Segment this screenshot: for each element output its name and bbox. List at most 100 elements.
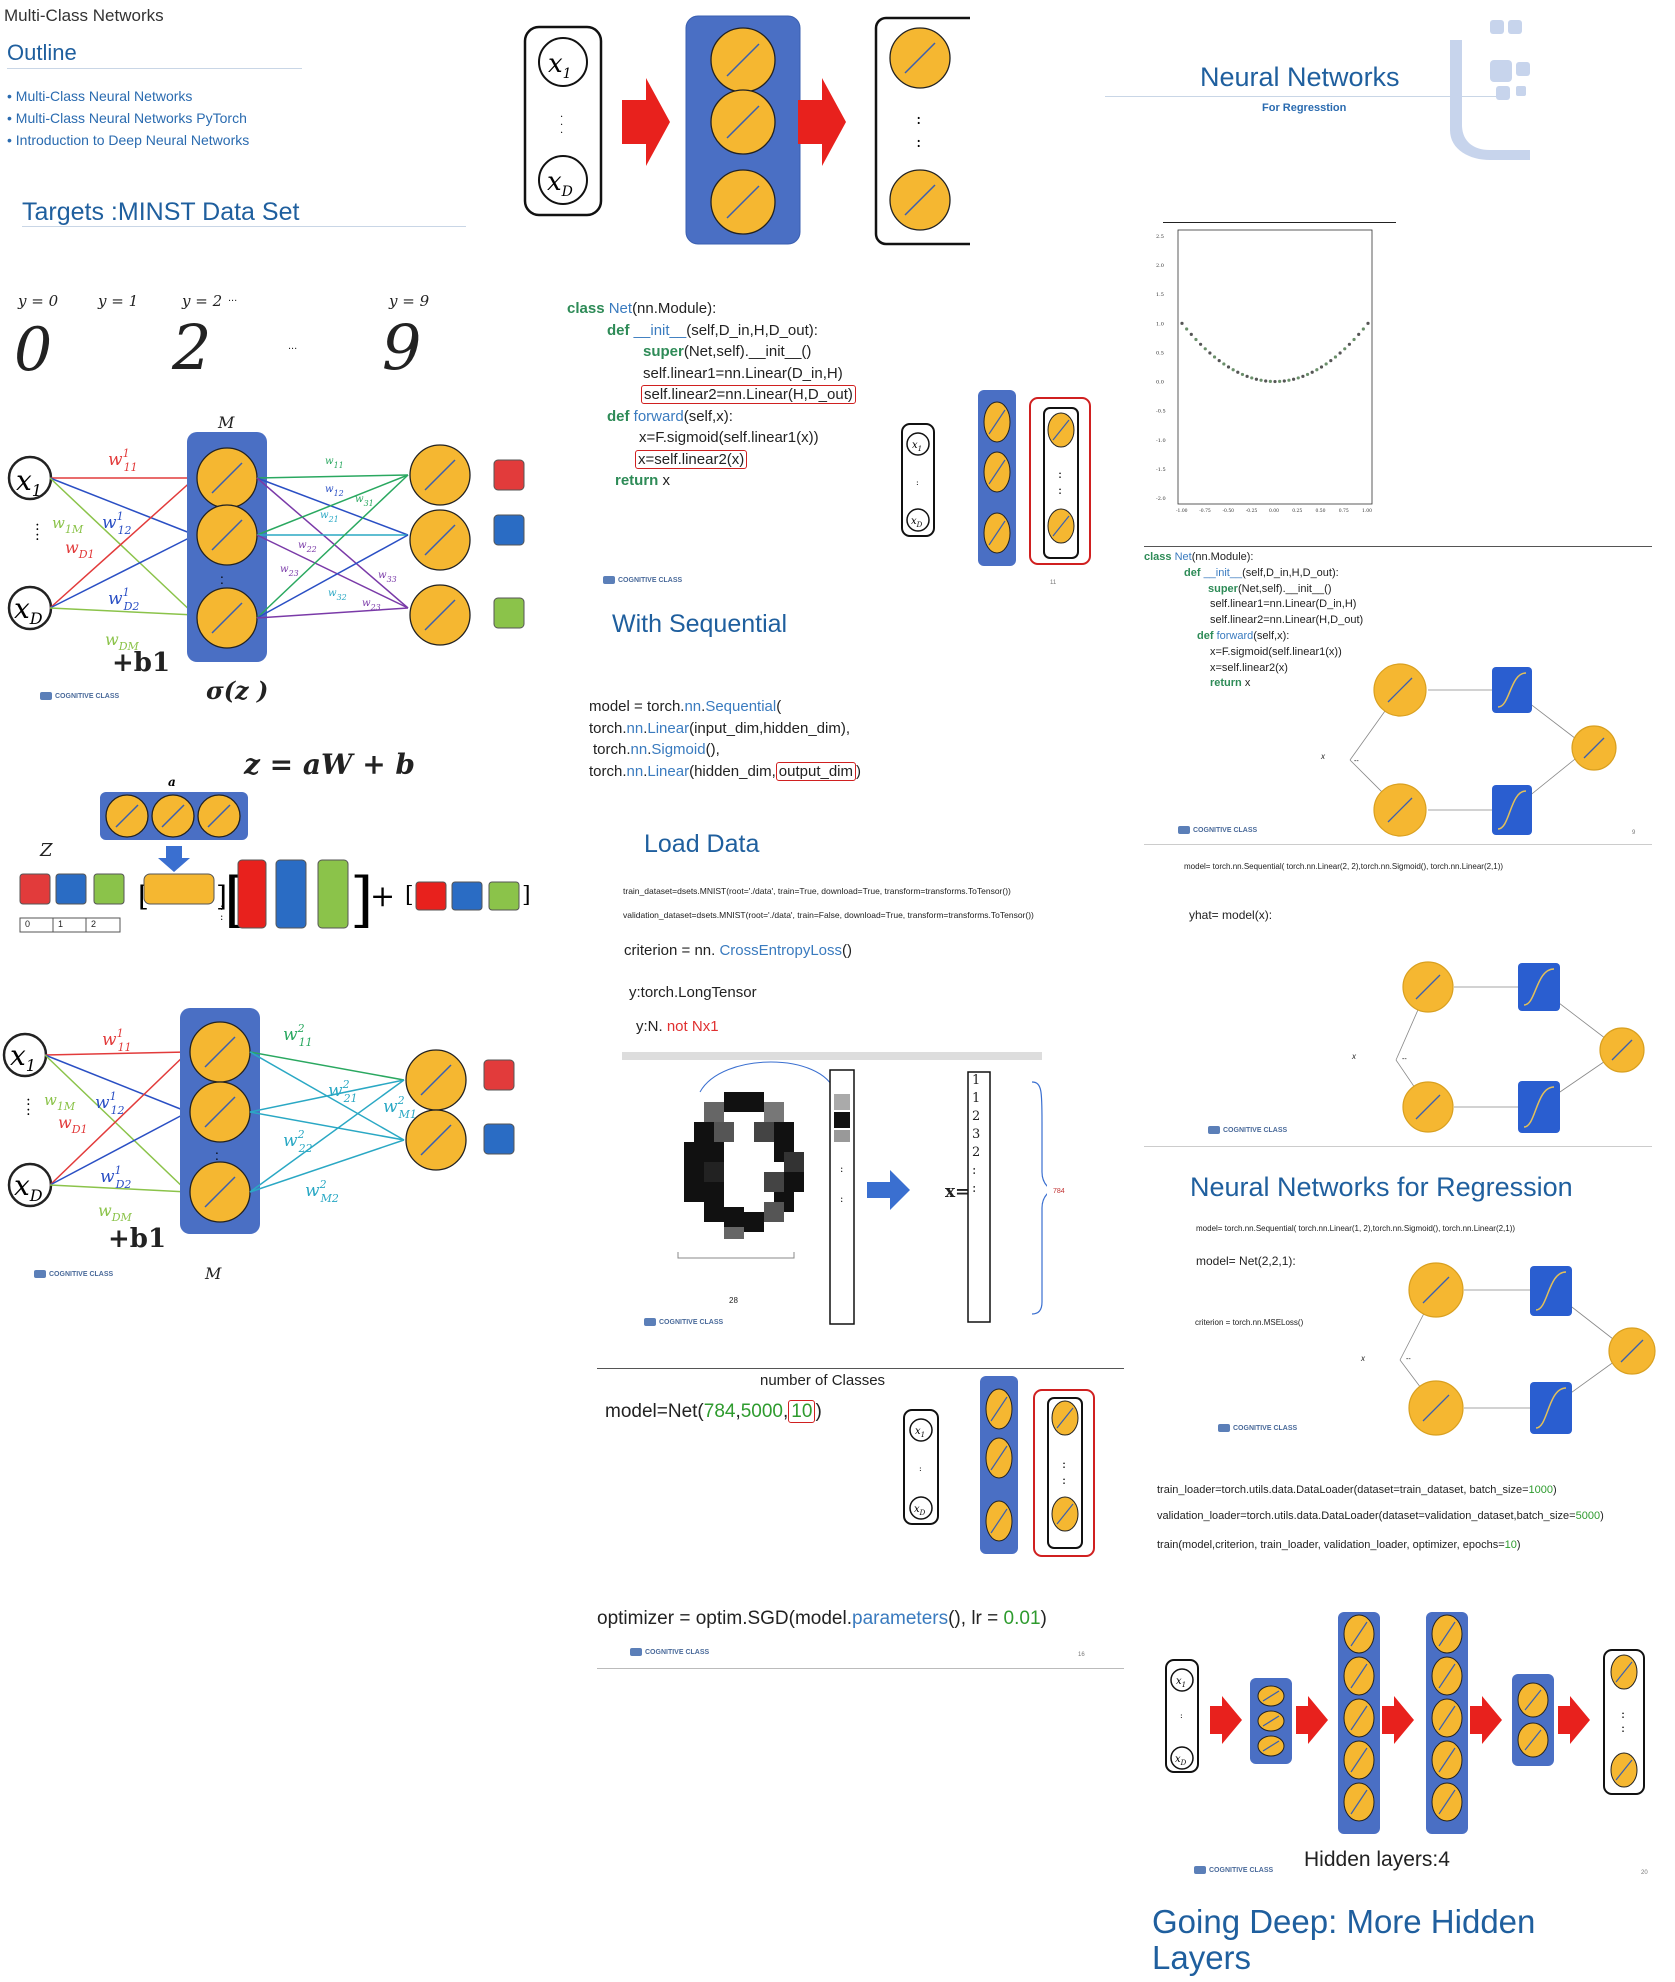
x-tick-label: -0.25: [1246, 508, 1258, 514]
data-point: [1240, 372, 1245, 377]
svg-text:wD1: wD1: [58, 1113, 88, 1136]
data-point: [1343, 347, 1347, 351]
data-point: [1245, 374, 1249, 378]
regression-net-3: --: [1399, 1262, 1656, 1436]
model-net-line: model=Net(784,5000,10): [605, 1400, 822, 1423]
train-call-line: train(model,criterion, train_loader, val…: [1157, 1539, 1521, 1551]
y-tick-label: -1.0: [1156, 438, 1166, 444]
regression-subtitle: For Regresstion: [1262, 102, 1347, 114]
z-label: Z: [40, 840, 53, 861]
dim-label: 28: [729, 1296, 738, 1305]
train-loader-line: train_loader=torch.utils.data.DataLoader…: [1157, 1484, 1557, 1496]
svg-text:]: ]: [522, 883, 531, 908]
data-point: [1338, 351, 1342, 355]
input-label: xD: [14, 592, 43, 628]
going-deep-title: Going Deep: More Hidden Layers: [1152, 1903, 1536, 1976]
x-tick-label: 0.50: [1316, 508, 1326, 514]
cognitive-class-logo: COGNITIVE CLASS: [34, 1270, 113, 1278]
outline-item[interactable]: Multi-Class Neural Networks PyTorch: [7, 110, 249, 126]
mnist-label: y = 0: [18, 292, 59, 310]
code-block-net-2: class Net(nn.Module): def __init__(self,…: [1144, 551, 1364, 690]
data-point: [1236, 370, 1240, 374]
svg-text:.: .: [215, 1149, 219, 1163]
optimizer-line: optimizer = optim.SGD(model.parameters()…: [597, 1608, 1047, 1629]
svg-text:--: --: [1354, 757, 1359, 765]
data-point: [1231, 368, 1235, 372]
svg-text:xD: xD: [1175, 1754, 1187, 1767]
x-tick-label: -0.50: [1223, 508, 1235, 514]
y-tick-label: 2.0: [1156, 263, 1164, 269]
data-point: [1292, 377, 1296, 381]
x-input-label: x: [1352, 1052, 1356, 1061]
section-divider: [1144, 1146, 1652, 1147]
criterion-line: criterion = nn. CrossEntropyLoss(): [624, 942, 853, 959]
svg-text::: :: [220, 902, 223, 913]
yn-line: y:N. not Nx1: [636, 1018, 719, 1035]
data-point: [1194, 337, 1198, 342]
cognitive-class-logo: COGNITIVE CLASS: [630, 1648, 709, 1656]
outline-item[interactable]: Introduction to Deep Neural Networks: [7, 132, 249, 148]
cognitive-class-logo: COGNITIVE CLASS: [1218, 1424, 1297, 1432]
mnist-digit: 0: [14, 315, 53, 385]
svg-text:[: [: [405, 883, 414, 908]
section-divider: [597, 1368, 1124, 1369]
yhat-line: yhat= model(x):: [1189, 908, 1273, 922]
svg-text::: :: [916, 109, 921, 128]
svg-text:wDM: wDM: [98, 1201, 133, 1224]
svg-text:w23: w23: [280, 564, 299, 578]
data-point: [1264, 379, 1268, 383]
z-formula: z = aW + b: [244, 748, 415, 781]
index-label: 2: [91, 919, 97, 929]
mnist-digit: 9: [382, 311, 422, 384]
x-tick-label: -0.75: [1199, 508, 1211, 514]
svg-text:.: .: [560, 125, 563, 136]
mnist-ellipsis: ...: [228, 292, 238, 304]
page-number: 9: [1632, 830, 1636, 836]
cognitive-class-logo: COGNITIVE CLASS: [644, 1318, 723, 1326]
svg-text::: :: [1058, 483, 1062, 497]
y-tick-label: -1.5: [1156, 467, 1166, 473]
svg-text::: :: [35, 518, 40, 534]
data-point: [1185, 327, 1189, 331]
matrix-diagram: a [ ] :: [ ] + [ ]: [19, 775, 531, 935]
svg-text::: :: [1062, 1457, 1066, 1471]
section-divider: [1144, 546, 1652, 547]
hidden-layer-label: M: [205, 1264, 222, 1283]
regression-title: Neural Networks: [1200, 62, 1400, 92]
vector-values: 1 1 2 3 2 : :: [972, 1073, 981, 1196]
svg-text::: :: [1058, 467, 1062, 481]
svg-text:.: .: [220, 573, 224, 587]
cognitive-class-logo: COGNITIVE CLASS: [1194, 1866, 1273, 1874]
regression-plot: 2.52.01.51.00.50.0-0.5-1.0-1.5-2.0 -1.00…: [1156, 229, 1373, 514]
data-point: [1203, 347, 1207, 351]
y-tick-label: 2.5: [1156, 234, 1164, 240]
svg-text:w32: w32: [328, 588, 347, 602]
cognitive-class-logo: COGNITIVE CLASS: [603, 576, 682, 584]
sequential-title: With Sequential: [612, 610, 788, 638]
regression-logo-graphic: [1450, 20, 1530, 160]
seq-reg-line: model= torch.nn.Sequential( torch.nn.Lin…: [1184, 862, 1504, 871]
outline-item[interactable]: Multi-Class Neural Networks: [7, 88, 249, 104]
x-equals-label: x=: [945, 1182, 970, 1202]
data-point: [1254, 377, 1258, 381]
mnist-label: y = 2: [182, 292, 223, 310]
data-point: [1329, 358, 1333, 363]
data-point: [1273, 379, 1277, 384]
svg-text::: :: [840, 1164, 843, 1175]
svg-text::: :: [840, 1194, 843, 1205]
svg-text:w11: w11: [325, 456, 344, 470]
data-point: [1212, 355, 1217, 359]
bias-label: +b1: [108, 1224, 167, 1254]
svg-text:x1: x1: [1176, 1676, 1186, 1689]
svg-text::: :: [919, 1464, 922, 1473]
svg-text:xD: xD: [914, 1504, 926, 1517]
mnist-title: Targets :MINST Data Set: [22, 198, 300, 226]
data-point: [1282, 379, 1286, 383]
